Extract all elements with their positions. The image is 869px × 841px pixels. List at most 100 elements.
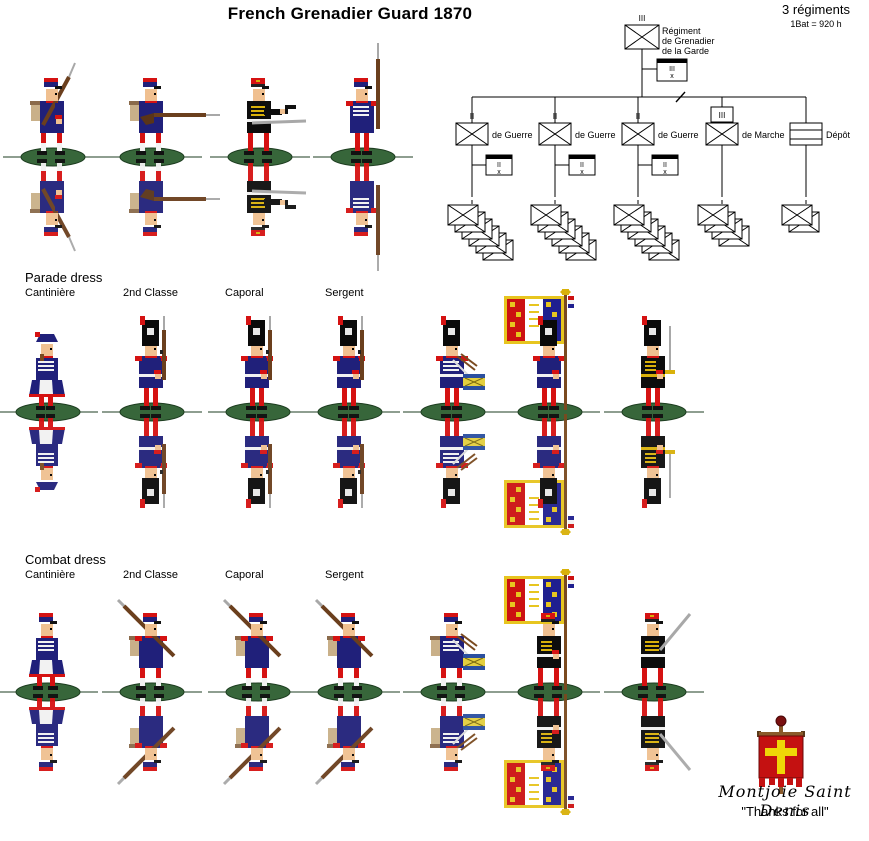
unit-box	[621, 122, 655, 146]
banner-cross-vertical	[777, 740, 785, 774]
soldier-sprite	[403, 316, 503, 509]
thanks-text: "Thanks for all"	[741, 804, 829, 819]
base-ellipse	[0, 682, 98, 702]
figure-fusilier-advancing	[0, 33, 123, 283]
soldier-sprite	[300, 316, 400, 508]
soldier-sprite	[604, 613, 704, 773]
soldier-sprite	[403, 613, 503, 772]
figure-flag-bearer-combat	[480, 568, 620, 818]
figure-reflection	[116, 692, 176, 786]
figure-caporal-combat	[188, 568, 328, 818]
motto-text: Montjoie Saint Denis	[718, 782, 852, 820]
soldier-sprite	[102, 598, 202, 786]
figure-cantiniere-parade	[0, 288, 118, 538]
svg-text:de Guerre: de Guerre	[658, 130, 699, 140]
figure-reflection	[241, 414, 273, 508]
unit-box	[781, 204, 813, 226]
rank-label-caporal: Caporal	[225, 287, 264, 299]
svg-text:de Guerre: de Guerre	[575, 130, 616, 140]
figure-reflection	[135, 414, 167, 508]
figure-body	[641, 316, 675, 410]
figure-2nd-classe-parade	[82, 288, 222, 538]
depot-box	[789, 122, 823, 146]
svg-text:de Grenadier: de Grenadier	[662, 36, 715, 46]
svg-text:x: x	[497, 169, 501, 176]
banner-finial-orb	[775, 715, 787, 727]
figure-body	[314, 598, 374, 690]
figure-body	[346, 43, 380, 155]
soldier-sprite	[3, 62, 103, 253]
rank-label-sergent: Sergent	[325, 287, 364, 299]
figure-caporal-parade	[188, 288, 328, 538]
unit-box	[624, 24, 660, 50]
combat-heading: Combat dress	[25, 552, 106, 567]
figure-body	[504, 569, 574, 690]
figure-body	[135, 316, 167, 410]
figure-reflection	[346, 159, 380, 271]
unit-box	[447, 204, 479, 226]
soldier-sprite	[210, 78, 310, 238]
rank-label-sergent: Sergent	[325, 569, 364, 581]
figure-body	[116, 598, 176, 690]
figure-reflection	[504, 414, 574, 535]
figure-reflection	[28, 157, 77, 253]
svg-text:III: III	[719, 111, 726, 120]
regiment-count: 3 régiments	[782, 2, 850, 17]
svg-text:III: III	[639, 14, 646, 23]
rank-label-2nd-classe: 2nd Classe	[123, 287, 179, 299]
figure-guard-front-view	[293, 33, 433, 283]
figure-officer-combat	[584, 568, 724, 818]
figure-reflection	[636, 692, 692, 773]
figure-body	[30, 62, 76, 155]
unit-box	[538, 122, 572, 146]
svg-text:x: x	[670, 73, 674, 80]
base-ellipse	[300, 402, 400, 422]
rank-label-cantinière: Cantinière	[25, 287, 76, 299]
unit-box	[455, 122, 489, 146]
figure-body	[244, 78, 307, 155]
figure-body	[430, 613, 485, 690]
figure-sergent-combat	[280, 568, 420, 818]
battalion-strength: 1Bat = 920 h	[790, 19, 842, 29]
base-ellipse	[102, 682, 202, 702]
svg-text:II: II	[663, 162, 667, 169]
oriflamme-banner	[745, 712, 855, 796]
figure-officer-parade	[584, 288, 724, 538]
base-ellipse	[403, 402, 503, 422]
soldier-sprite	[208, 316, 308, 508]
figure-2nd-classe-combat	[82, 568, 222, 818]
parade-heading: Parade dress	[25, 270, 103, 285]
figure-body	[241, 316, 273, 410]
svg-text:Régiment: Régiment	[662, 26, 701, 36]
soldier-sprite	[102, 316, 202, 508]
figure-sergent-parade	[280, 288, 420, 538]
figure-body	[129, 78, 220, 155]
svg-text:x: x	[580, 169, 584, 176]
figure-reflection	[429, 693, 486, 772]
base-ellipse	[102, 402, 202, 422]
figure-reflection	[504, 694, 574, 815]
figure-body	[436, 316, 485, 410]
figure-reflection	[333, 414, 365, 508]
soldier-sprite	[604, 316, 704, 508]
soldier-sprite	[313, 43, 413, 271]
soldier-sprite	[102, 78, 220, 236]
figure-reflection	[29, 694, 65, 771]
unit-box	[697, 204, 729, 226]
figure-reflection	[641, 414, 675, 508]
svg-text:II: II	[553, 112, 557, 121]
staff-box: IIx	[651, 154, 679, 176]
figure-body	[29, 613, 65, 690]
banner-svg	[757, 715, 805, 794]
unit-box	[530, 204, 562, 226]
soldier-sprite	[500, 569, 600, 815]
base-ellipse	[313, 147, 413, 167]
regiment-info: 3 régiments 1Bat = 920 h	[771, 2, 861, 29]
figure-drummer-parade	[383, 288, 523, 538]
figure-body	[504, 289, 574, 410]
rank-label-cantinière: Cantinière	[25, 569, 76, 581]
figure-body	[638, 613, 692, 690]
